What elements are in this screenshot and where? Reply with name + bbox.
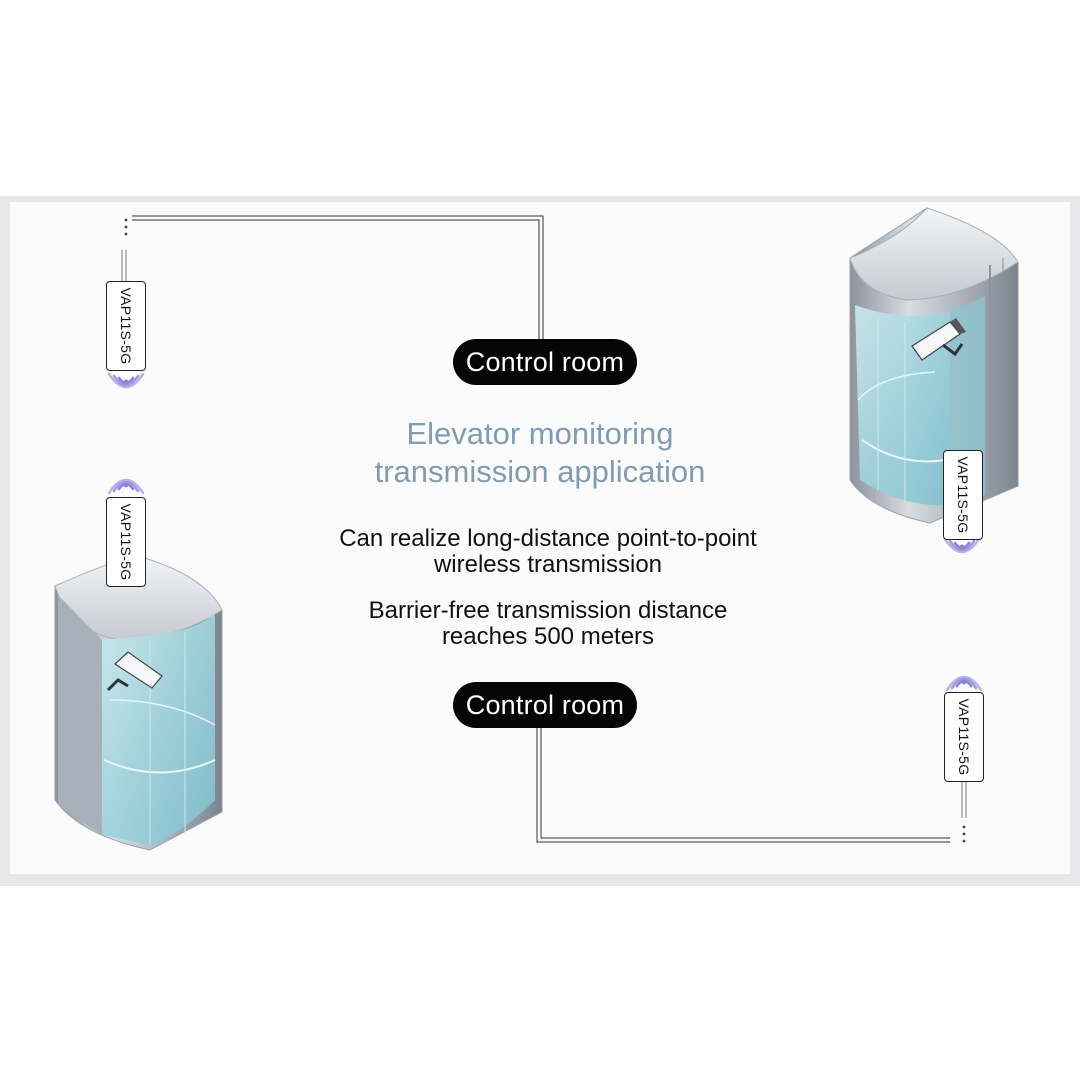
device-label: VAP11S-5G bbox=[118, 503, 134, 581]
device-tag-mid-left: VAP11S-5G bbox=[106, 497, 146, 587]
device-label: VAP11S-5G bbox=[118, 287, 134, 365]
device-tag-right-elevator: VAP11S-5G bbox=[943, 450, 983, 540]
feature-2-line-1: Barrier-free transmission distance bbox=[368, 597, 728, 624]
control-room-top: Control room bbox=[453, 339, 637, 385]
feature-2-line-2: reaches 500 meters bbox=[441, 623, 655, 650]
feature-1-line-2: wireless transmission bbox=[433, 551, 663, 578]
security-camera-icon bbox=[106, 651, 163, 692]
headline-line-2: transmission application bbox=[374, 454, 706, 489]
elevator-car-icon bbox=[849, 207, 1019, 524]
wifi-signal-icon bbox=[107, 478, 145, 495]
device-tag-bottom-right: VAP11S-5G bbox=[944, 692, 984, 782]
feature-1-line-1: Can realize long-distance point-to-point bbox=[339, 525, 757, 552]
device-label: VAP11S-5G bbox=[955, 456, 971, 534]
device-label: VAP11S-5G bbox=[956, 698, 972, 776]
cable-top bbox=[121, 215, 544, 345]
security-camera-icon bbox=[911, 318, 966, 361]
headline-line-1: Elevator monitoring bbox=[406, 416, 674, 451]
wifi-signal-icon bbox=[943, 537, 981, 554]
wifi-signal-icon bbox=[107, 372, 145, 389]
device-tag-top-left: VAP11S-5G bbox=[106, 281, 146, 371]
control-room-bottom: Control room bbox=[453, 682, 637, 728]
cable-bottom bbox=[536, 726, 967, 843]
elevator-car-icon bbox=[54, 554, 223, 851]
wifi-signal-icon bbox=[945, 675, 983, 692]
